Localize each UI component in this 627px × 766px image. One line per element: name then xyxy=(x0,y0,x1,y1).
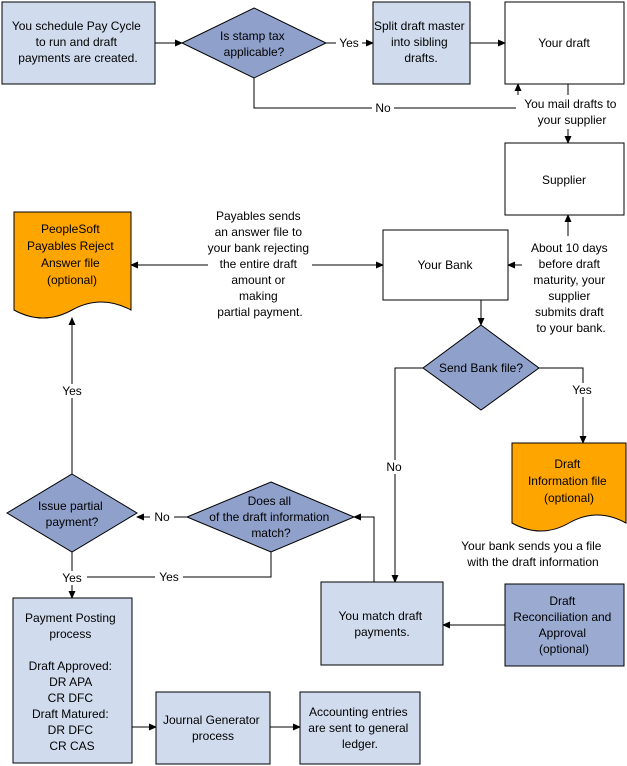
node-accounting-entries: Accounting entries are sent to general l… xyxy=(299,691,421,765)
svg-text:Your Bank: Your Bank xyxy=(418,258,474,272)
svg-text:Your draft: Your draft xyxy=(538,36,590,50)
node-draft-information-file: Draft Information file (optional) xyxy=(511,442,627,532)
node-payment-posting: Payment Posting process Draft Approved: … xyxy=(12,597,133,764)
svg-text:Accounting entries are s: Accounting entries are sent to general l… xyxy=(308,705,411,751)
node-your-bank: Your Bank xyxy=(382,229,509,301)
node-match-draft-payments: You match draft payments. xyxy=(320,581,444,666)
node-split-draft-master: Split draft master into sibling drafts. xyxy=(372,1,471,85)
label-no-stamp: No xyxy=(375,101,391,115)
svg-text:Payment Posting process: Payment Posting process Draft Approved: … xyxy=(25,611,119,753)
svg-text:Journal Generator proces: Journal Generator process xyxy=(163,713,263,743)
node-reject-answer-file: PeopleSoft Payables Reject Answer file (… xyxy=(13,211,132,319)
svg-text:Supplier: Supplier xyxy=(542,173,586,187)
arrow-all-match-yes-to-posting xyxy=(71,552,272,581)
node-stamp-tax-decision: Is stamp tax applicable? xyxy=(180,7,328,79)
node-draft-reconciliation: Draft Reconciliation and Approval (optio… xyxy=(504,583,625,667)
node-issue-partial-payment-decision: Issue partial payment? xyxy=(6,473,138,553)
arrow-send-file-yes-to-info-file xyxy=(539,367,587,444)
connector-labels: Yes No You mail drafts to your supplier … xyxy=(57,36,626,585)
arrow-send-file-no-to-match xyxy=(391,367,423,583)
node-schedule-pay-cycle: You schedule Pay Cycle to run and draft … xyxy=(1,1,156,85)
svg-text:PeopleSoft Payables Reje: PeopleSoft Payables Reject Answer file (… xyxy=(27,222,117,287)
svg-text:Split draft master into: Split draft master into sibling drafts. xyxy=(374,19,468,65)
svg-text:Does all of the draft in: Does all of the draft information match? xyxy=(209,494,332,540)
label-yes-match: Yes xyxy=(159,570,179,584)
svg-text:Is stamp tax applicable?: Is stamp tax applicable? xyxy=(220,29,288,59)
svg-text:Draft Reconciliation and: Draft Reconciliation and Approval (optio… xyxy=(513,594,614,656)
label-yes-split: Yes xyxy=(339,36,359,50)
node-all-info-match-decision: Does all of the draft information match? xyxy=(185,481,356,553)
node-your-draft: Your draft xyxy=(504,1,625,85)
label-yes-bank-file: Yes xyxy=(572,383,592,397)
label-yes-partial-reject: Yes xyxy=(62,384,82,398)
node-send-bank-file-decision: Send Bank file? xyxy=(422,324,540,411)
svg-text:Draft Information file: Draft Information file (optional) xyxy=(528,457,610,505)
node-supplier: Supplier xyxy=(504,142,625,216)
svg-text:Send Bank file?: Send Bank file? xyxy=(439,361,523,375)
label-payables-sends: Payables sends an answer file to your ba… xyxy=(208,209,313,319)
label-supplier-submits: About 10 days before draft maturity, you… xyxy=(531,241,611,335)
label-yes-partial-posting: Yes xyxy=(62,571,82,585)
label-mail-drafts: You mail drafts to your supplier xyxy=(524,97,620,127)
label-no-match: No xyxy=(154,510,170,524)
label-bank-sends-file: Your bank sends you a file with the draf… xyxy=(461,539,605,569)
node-journal-generator: Journal Generator process xyxy=(155,691,271,765)
svg-text:You match draft payments: You match draft payments. xyxy=(339,609,426,639)
arrow-match-to-all-match xyxy=(353,513,375,582)
svg-text:Issue partial payment?: Issue partial payment? xyxy=(38,499,106,529)
label-no-bank-file: No xyxy=(386,460,402,474)
svg-text:You schedule Pay Cycle t: You schedule Pay Cycle to run and draft … xyxy=(12,19,144,65)
